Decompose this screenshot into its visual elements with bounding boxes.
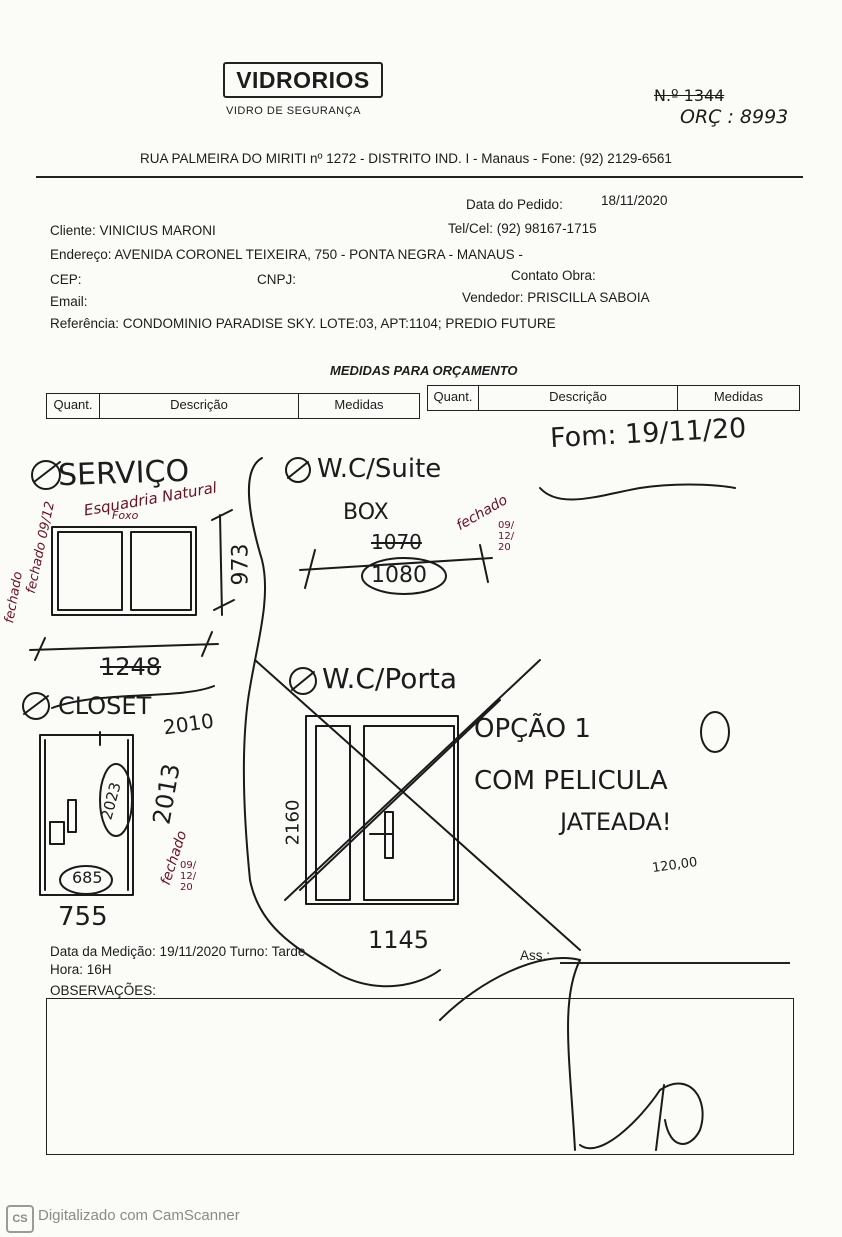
signature-dash bbox=[655, 1084, 665, 1151]
email-field: Email: bbox=[50, 294, 88, 309]
service-height-dimension bbox=[211, 509, 235, 616]
closet-label: CLOSET bbox=[58, 692, 152, 720]
header-divider bbox=[36, 176, 803, 178]
service-height-value: 973 bbox=[228, 543, 254, 586]
service-width-value: 1248 bbox=[100, 653, 162, 681]
measurement-date-field: Data da Medição: 19/11/2020 Turno: Tarde bbox=[50, 944, 306, 959]
camscanner-logo: CS bbox=[6, 1205, 34, 1233]
measures-table-header-right: Quant. Descrição Medidas bbox=[427, 385, 800, 411]
box-final-width-value: 1080 bbox=[371, 563, 427, 588]
address-field: Endereço: AVENIDA CORONEL TEIXEIRA, 750 … bbox=[50, 247, 523, 262]
service-marker-circle bbox=[31, 460, 61, 490]
signature-line bbox=[560, 962, 790, 964]
closet-closed-date: 09/12/20 bbox=[180, 860, 197, 893]
closet-bottom-ellipse bbox=[59, 865, 113, 895]
measures-table-header-left: Quant. Descrição Medidas bbox=[46, 393, 420, 419]
camscanner-watermark: Digitalizado com CamScanner bbox=[38, 1207, 240, 1224]
section-title: MEDIDAS PARA ORÇAMENTO bbox=[330, 363, 518, 378]
reference-field: Referência: CONDOMINIO PARADISE SKY. LOT… bbox=[50, 316, 556, 331]
header-measures: Medidas bbox=[334, 397, 384, 412]
wc-door-cross-1 bbox=[254, 659, 581, 951]
closet-bar bbox=[49, 821, 65, 845]
film-note: COM PELICULA bbox=[474, 766, 668, 796]
wc-door-marker-circle bbox=[289, 667, 317, 695]
brand-logo: VIDRORIOS bbox=[223, 62, 383, 98]
observations-label: OBSERVAÇÕES: bbox=[50, 983, 157, 998]
header-quant: Quant. bbox=[47, 394, 100, 418]
service-window-left-pane bbox=[57, 531, 123, 611]
phone-field: Tel/Cel: (92) 98167-1715 bbox=[448, 221, 597, 236]
closet-measure-ellipse bbox=[99, 763, 133, 837]
sketch-divider-curve bbox=[242, 457, 441, 988]
closet-frame bbox=[39, 734, 134, 896]
wc-door-cross-2 bbox=[284, 659, 541, 901]
closet-inner bbox=[44, 731, 129, 891]
cnpj-field: CNPJ: bbox=[257, 272, 297, 287]
company-address: RUA PALMEIRA DO MIRITI nº 1272 - DISTRIT… bbox=[140, 151, 672, 166]
closet-width-value: 755 bbox=[58, 902, 108, 932]
fom-swoosh bbox=[539, 483, 736, 501]
header-description: Descrição bbox=[100, 394, 299, 418]
wc-suite-marker-slash bbox=[287, 461, 309, 479]
option-label: OPÇÃO 1 bbox=[474, 714, 591, 744]
order-date-label: Data do Pedido: bbox=[466, 197, 563, 212]
option-circle bbox=[700, 711, 730, 753]
quote-ref: ORÇ : 8993 bbox=[680, 106, 789, 128]
site-contact-field: Contato Obra: bbox=[511, 268, 596, 283]
wc-door-cross-3 bbox=[299, 699, 501, 891]
closet-handle bbox=[67, 799, 77, 833]
box-closed-date: 09/12/20 bbox=[498, 520, 515, 553]
header-measures: Medidas bbox=[713, 389, 764, 404]
header-description: Descrição bbox=[479, 386, 678, 410]
closet-swoosh bbox=[51, 685, 215, 709]
wc-door-marker-slash bbox=[291, 671, 315, 691]
wc-door-label: W.C/Porta bbox=[322, 662, 458, 695]
closet-inner-width-value: 685 bbox=[72, 868, 103, 887]
wc-door-height-value: 2160 bbox=[282, 799, 304, 846]
closet-marker-circle bbox=[22, 692, 50, 720]
service-marker-slash bbox=[33, 461, 61, 483]
order-date-value: 18/11/2020 bbox=[601, 193, 668, 208]
service-width-dimension bbox=[29, 631, 219, 661]
wc-door-long-stroke bbox=[439, 957, 581, 1151]
wc-door-inner-left bbox=[315, 725, 351, 901]
client-field: Cliente: VINICIUS MARONI bbox=[50, 223, 216, 238]
box-dimension-line bbox=[299, 544, 493, 589]
observations-box bbox=[46, 998, 794, 1155]
wc-door-frame bbox=[305, 715, 459, 905]
frame-color-note: Foxo bbox=[112, 509, 139, 522]
wc-door-inner-right bbox=[363, 725, 455, 901]
wc-suite-marker-circle bbox=[285, 457, 311, 483]
brand-tagline: VIDRO DE SEGURANÇA bbox=[226, 105, 361, 117]
header-quant: Quant. bbox=[428, 386, 479, 410]
wc-door-width-value: 1145 bbox=[368, 926, 430, 954]
service-window-frame bbox=[51, 526, 197, 616]
box-width-value: 1070 bbox=[371, 530, 422, 554]
cep-field: CEP: bbox=[50, 272, 82, 287]
signature-label: Ass.: bbox=[520, 948, 551, 963]
seller-field: Vendedor: PRISCILLA SABOIA bbox=[462, 290, 650, 305]
time-field: Hora: 16H bbox=[50, 962, 112, 977]
box-label: BOX bbox=[343, 500, 389, 525]
signature-scribble bbox=[579, 1082, 704, 1150]
order-number: N.º 1344 bbox=[654, 86, 725, 105]
closet-marker-slash bbox=[23, 695, 49, 715]
wc-suite-label: W.C/Suite bbox=[317, 454, 442, 484]
box-measure-ellipse bbox=[361, 557, 447, 595]
service-window-right-pane bbox=[130, 531, 192, 611]
sandblasted-note: JATEADA! bbox=[560, 808, 672, 836]
